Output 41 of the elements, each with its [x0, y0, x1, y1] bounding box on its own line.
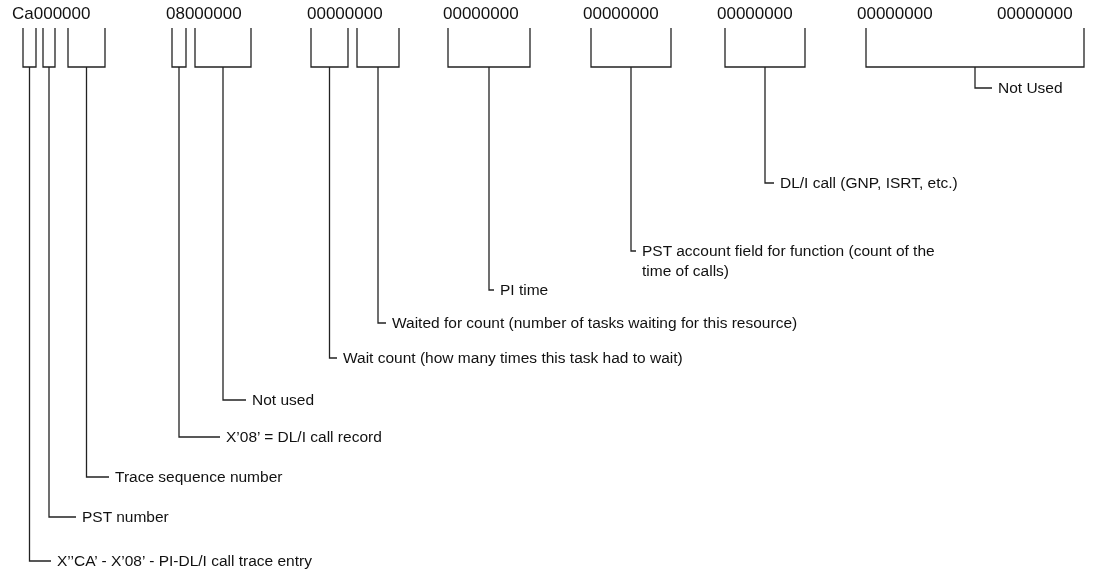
field-description: Not used	[252, 390, 315, 410]
field-description: Trace sequence number	[115, 467, 283, 487]
field-bracket	[194, 27, 252, 68]
leader-line	[488, 66, 495, 291]
leader-line	[630, 66, 637, 252]
hex-value: 08000000	[166, 4, 242, 24]
leader-line	[764, 66, 775, 184]
field-bracket	[22, 27, 37, 68]
field-description: X’08’ = DL/I call record	[226, 427, 382, 447]
field-description: X’’CA’ - X’08’ - PI-DL/I call trace entry	[57, 551, 312, 571]
field-description: Not Used	[998, 78, 1063, 98]
field-bracket	[67, 27, 106, 68]
field-description: PST number	[82, 507, 169, 527]
leader-line	[85, 66, 110, 478]
field-description: DL/I call (GNP, ISRT, etc.)	[780, 173, 958, 193]
leader-line	[222, 66, 247, 401]
field-bracket	[447, 27, 531, 68]
field-bracket	[865, 27, 1085, 68]
field-bracket	[171, 27, 187, 68]
hex-value: 00000000	[443, 4, 519, 24]
hex-value: 00000000	[583, 4, 659, 24]
leader-line	[328, 66, 338, 359]
leader-line	[377, 66, 387, 324]
field-description: PI time	[500, 280, 549, 300]
field-bracket	[356, 27, 400, 68]
leader-line	[178, 66, 221, 438]
hex-value: 00000000	[857, 4, 933, 24]
leader-line	[28, 66, 52, 562]
field-description: Waited for count (number of tasks waiting for this resource)	[392, 313, 798, 333]
field-bracket	[42, 27, 56, 68]
field-description: Wait count (how many times this task had to wait)	[343, 348, 683, 368]
field-bracket	[724, 27, 806, 68]
field-description: PST account field for function (count of the time of calls)	[642, 241, 942, 281]
field-bracket	[310, 27, 349, 68]
leader-line	[974, 66, 993, 89]
hex-value: 00000000	[997, 4, 1073, 24]
hex-value: Ca000000	[12, 4, 91, 24]
hex-value: 00000000	[307, 4, 383, 24]
leader-line	[48, 66, 77, 518]
field-bracket	[590, 27, 672, 68]
hex-value: 00000000	[717, 4, 793, 24]
